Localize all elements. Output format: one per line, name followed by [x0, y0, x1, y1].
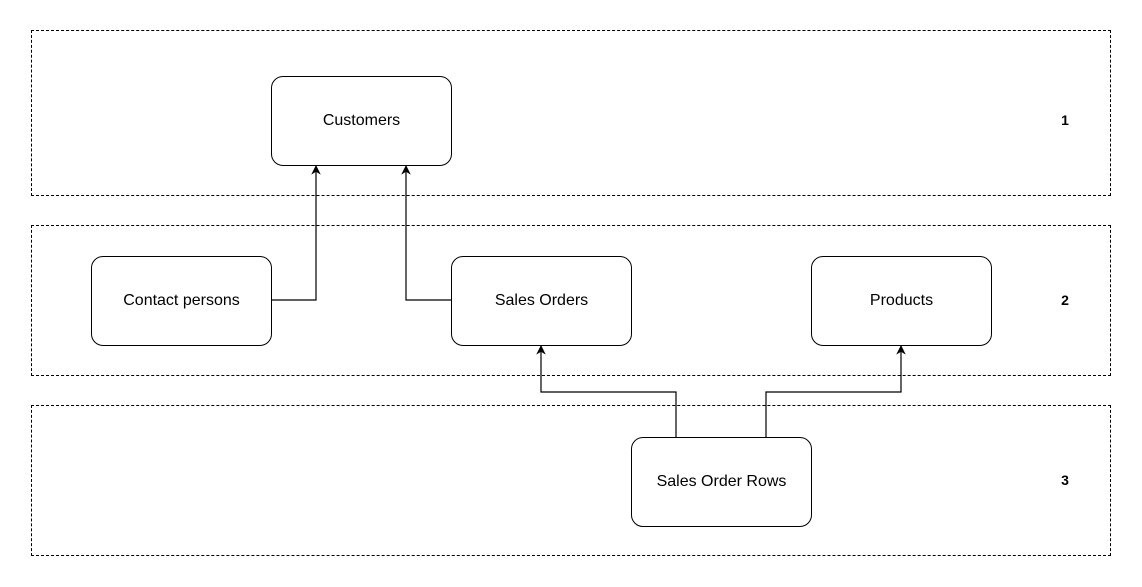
entity-sales-order-rows-label: Sales Order Rows [656, 473, 787, 490]
entity-sales-orders[interactable]: Sales Orders [451, 256, 632, 346]
entity-sales-orders-label: Sales Orders [494, 292, 589, 309]
layer-number-3: 3 [1061, 472, 1069, 488]
layer-number-1: 1 [1061, 112, 1069, 128]
entity-customers-label: Customers [322, 112, 401, 129]
entity-contact-persons[interactable]: Contact persons [91, 256, 272, 346]
entity-products-label: Products [869, 292, 934, 309]
entity-products[interactable]: Products [811, 256, 992, 346]
layer-band-3 [31, 405, 1111, 556]
entity-sales-order-rows[interactable]: Sales Order Rows [631, 437, 812, 527]
entity-customers[interactable]: Customers [271, 76, 452, 166]
layer-band-1 [31, 30, 1111, 196]
layer-number-2: 2 [1061, 292, 1069, 308]
entity-contact-persons-label: Contact persons [123, 292, 240, 309]
